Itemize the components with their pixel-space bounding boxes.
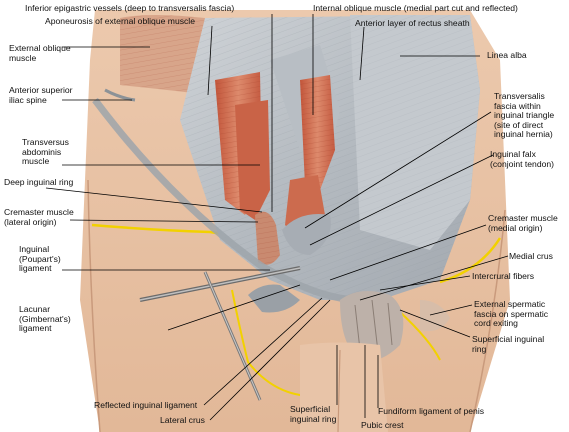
label-reflected-inguinal-ligament: Reflected inguinal ligament [94, 400, 198, 410]
label-cremaster-medial: Cremaster muscle (medial origin) [488, 213, 558, 233]
label-fundiform-ligament: Fundiform ligament of penis [378, 406, 485, 416]
label-anterior-superior-iliac-spine: Anterior superior iliac spine [9, 85, 73, 105]
label-aponeurosis-external-oblique: Aponeurosis of external oblique muscle [45, 16, 196, 26]
label-inguinal-falx: Inguinal falx (conjoint tendon) [490, 149, 555, 169]
label-internal-oblique-muscle: Internal oblique muscle (medial part cut… [313, 3, 518, 13]
label-external-spermatic-fascia: External spermatic fascia on spermatic c… [474, 299, 549, 329]
label-intercrural-fibers: Intercrural fibers [472, 271, 535, 281]
label-transversus-abdominis: Transversus abdominis muscle [22, 137, 69, 167]
label-anterior-rectus-sheath: Anterior layer of rectus sheath [355, 18, 470, 28]
label-deep-inguinal-ring: Deep inguinal ring [4, 177, 74, 187]
label-pubic-crest: Pubic crest [361, 420, 404, 430]
label-superficial-inguinal-ring-right: Superficial inguinal ring [472, 334, 545, 354]
label-medial-crus: Medial crus [509, 251, 553, 261]
label-lacunar-ligament: Lacunar (Gimbernat's) ligament [19, 304, 71, 334]
label-inferior-epigastric-vessels: Inferior epigastric vessels (deep to tra… [25, 3, 235, 13]
label-lateral-crus: Lateral crus [160, 415, 205, 425]
label-cremaster-lateral: Cremaster muscle (lateral origin) [4, 207, 74, 227]
label-external-oblique-muscle: External oblique muscle [9, 43, 71, 63]
label-linea-alba: Linea alba [487, 50, 527, 60]
label-inguinal-ligament: Inguinal (Poupart's) ligament [19, 244, 61, 274]
label-transversalis-fascia: Transversalis fascia within inguinal tri… [494, 91, 555, 140]
label-superficial-inguinal-ring-bottom: Superficial inguinal ring [290, 404, 337, 424]
